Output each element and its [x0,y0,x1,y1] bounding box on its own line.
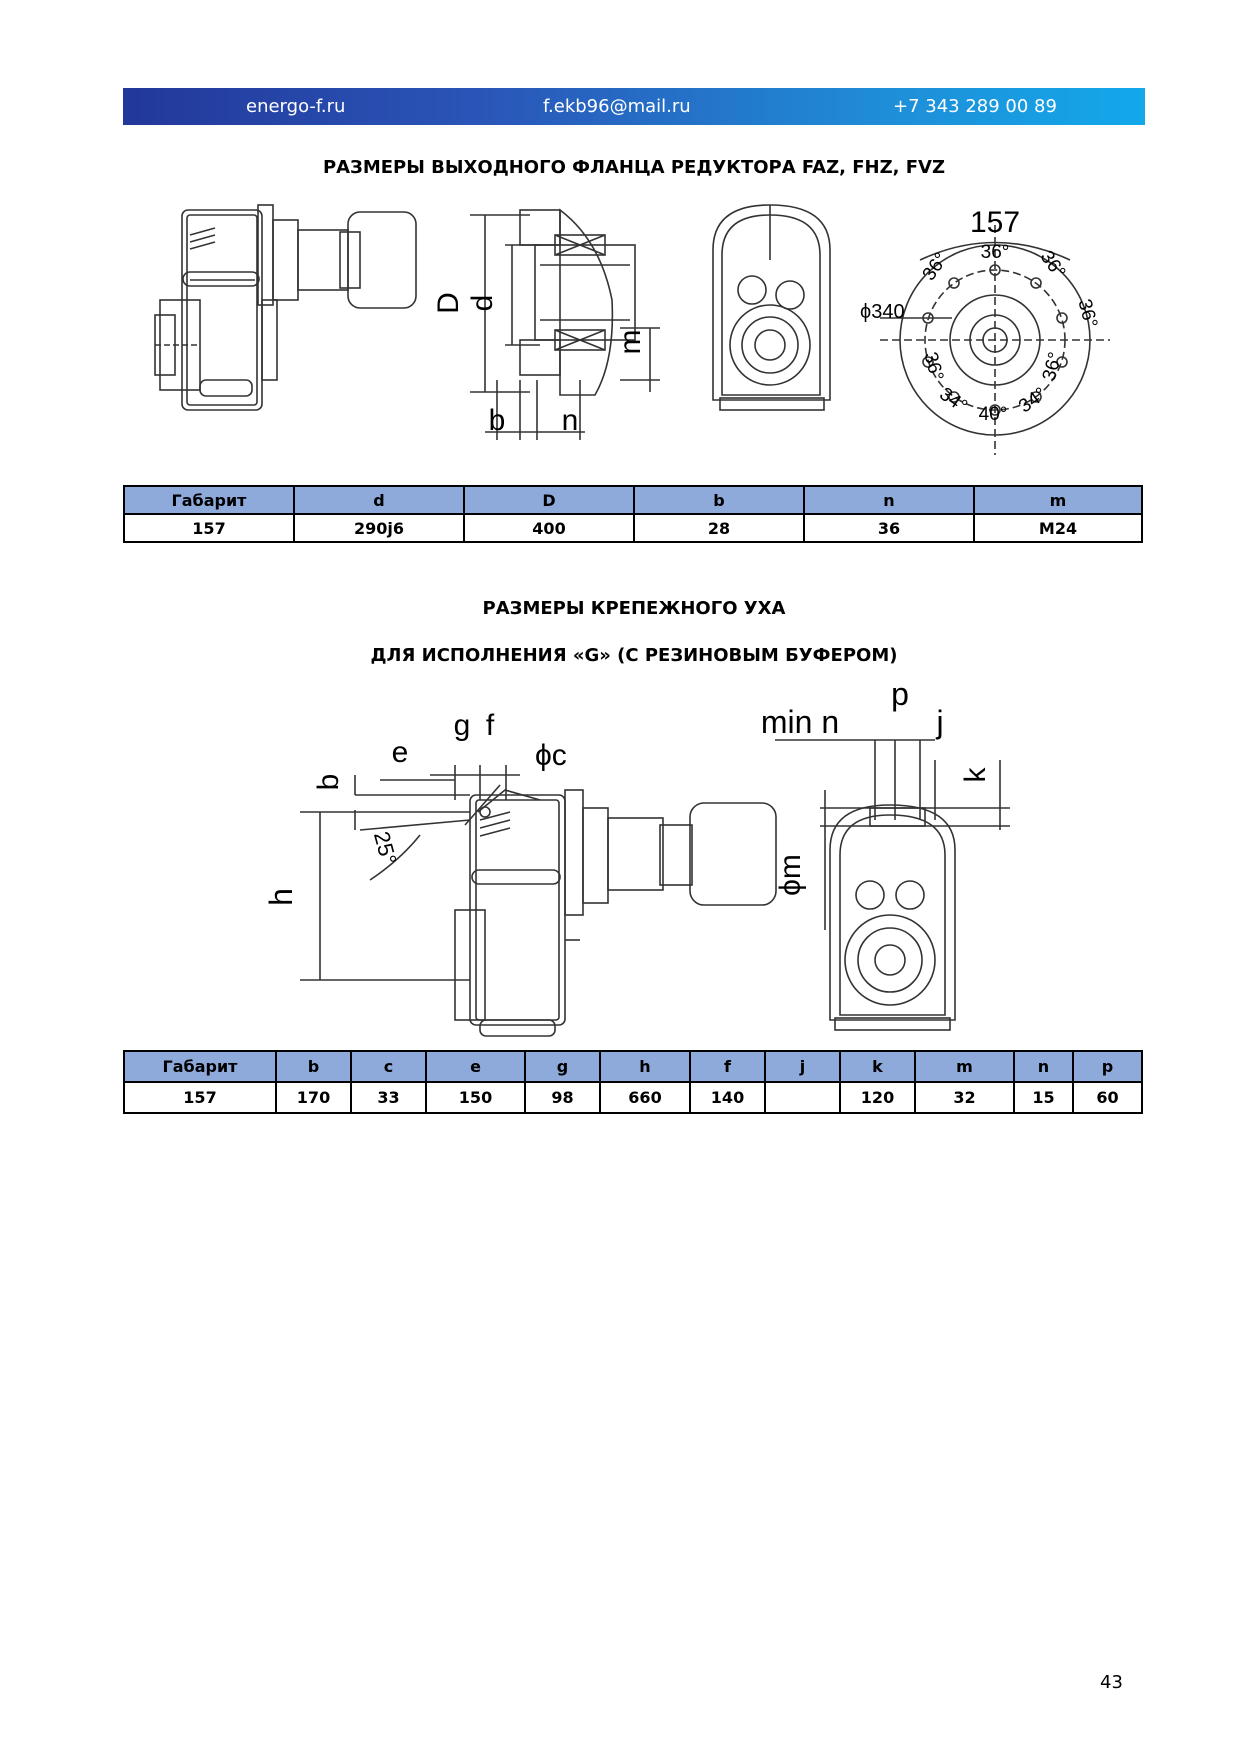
gearbox-side-view-g [454,789,777,1037]
section2-title-line2: ДЛЯ ИСПОЛНЕНИЯ «G» (С РЕЗИНОВЫМ БУФЕРОМ) [370,645,898,666]
label-e: e [392,736,409,769]
table-header-cell: p [1072,1050,1143,1083]
table-cell: 290j6 [293,513,465,543]
label-angle-36-right: 36° [1036,247,1070,283]
flange-bolt-pattern [880,225,1110,455]
table-header-cell: g [524,1050,601,1083]
table-cell: 660 [599,1081,691,1114]
table-header-cell: m [914,1050,1015,1083]
table-cell: M24 [973,513,1143,543]
table-cell: 98 [524,1081,601,1114]
table-header-cell: n [803,485,975,515]
section2-title-line1: РАЗМЕРЫ КРЕПЕЖНОГО УХА [482,598,786,619]
label-angle-40: 40° [979,404,1008,425]
label-angle-25: 25° [369,829,402,868]
label-m: m [614,330,647,355]
website-link[interactable]: energo-f.ru [246,96,346,117]
table-header-cell: b [275,1050,352,1083]
label-p: p [891,680,909,712]
table-cell: 15 [1013,1081,1074,1114]
label-angle-36-lower-right: 36° [1039,350,1067,383]
phone-number: +7 343 289 00 89 [893,96,1057,117]
mounting-ear-drawings: g f e ϕc b 25° h min n p j k ϕm [263,680,1010,1037]
label-f: f [486,709,495,742]
label-angle-36-far-right: 36° [1073,297,1101,330]
table-header-cell: m [973,485,1143,515]
table-cell: 140 [689,1081,766,1114]
label-D: D [432,292,465,314]
table-cell: 120 [839,1081,916,1114]
table-header-row: Габарит d D b n m [123,485,1143,515]
label-angle-36-left: 36° [919,249,953,285]
table-header-row: Габарит b c e g h f j k m n p [123,1050,1143,1083]
gearbox-side-view [154,204,417,411]
flange-drawings: D d m b n 157 ϕ340 36° 36° 36° 36° 36° 3… [154,204,1110,455]
label-phi340: ϕ340 [860,301,905,323]
table-row: 157 290j6 400 28 36 M24 [123,513,1143,543]
table-cell: 157 [123,513,295,543]
label-d: d [466,295,499,312]
table-header-cell: f [689,1050,766,1083]
label-phic: ϕc [535,739,567,772]
table-cell: 36 [803,513,975,543]
table-header-cell: d [293,485,465,515]
header-bar: energo-f.ru f.ekb96@mail.ru +7 343 289 0… [123,88,1145,125]
table-header-cell: h [599,1050,691,1083]
table-header-cell: b [633,485,805,515]
gearbox-end-view-g [775,739,1010,1031]
table-cell: 33 [350,1081,427,1114]
label-k: k [959,767,992,783]
table-header-cell: n [1013,1050,1074,1083]
table-cell: 150 [425,1081,526,1114]
dimension-lines-side [300,765,520,981]
label-angle-34-left: 34° [935,384,971,418]
label-angle-36-top: 36° [981,242,1010,263]
label-n: n [562,404,579,437]
label-b: b [489,404,506,437]
table-cell: 157 [123,1081,277,1114]
label-angle-36-lower-left: 36° [919,350,947,383]
table-row: 157 170 33 150 98 660 140 120 32 15 60 [123,1081,1143,1114]
table-header-cell: Габарит [123,485,295,515]
label-g: g [454,709,471,742]
table-cell: 400 [463,513,635,543]
section1-title: РАЗМЕРЫ ВЫХОДНОГО ФЛАНЦА РЕДУКТОРА FAZ, … [322,157,946,178]
table-cell: 28 [633,513,805,543]
table-cell: 170 [275,1081,352,1114]
table-header-cell: k [839,1050,916,1083]
table-header-cell: Габарит [123,1050,277,1083]
table-cell [764,1081,841,1114]
table-cell: 32 [914,1081,1015,1114]
email-link[interactable]: f.ekb96@mail.ru [543,96,691,117]
gearbox-end-view [712,204,831,411]
label-size-157: 157 [970,206,1020,239]
label-phim: ϕm [774,854,807,896]
table-header-cell: D [463,485,635,515]
page-number: 43 [1100,1672,1123,1693]
table-header-cell: e [425,1050,526,1083]
label-b-ear: b [312,774,345,791]
table-cell: 60 [1072,1081,1143,1114]
label-j: j [935,704,943,740]
mounting-ear-dimensions-table: Габарит b c e g h f j k m n p 157 170 33… [123,1050,1143,1114]
table-header-cell: j [764,1050,841,1083]
flange-dimensions-table: Габарит d D b n m 157 290j6 400 28 36 M2… [123,485,1143,543]
flange-section-view [470,208,660,440]
table-header-cell: c [350,1050,427,1083]
label-min-n: min n [761,704,839,740]
label-h: h [263,888,299,906]
